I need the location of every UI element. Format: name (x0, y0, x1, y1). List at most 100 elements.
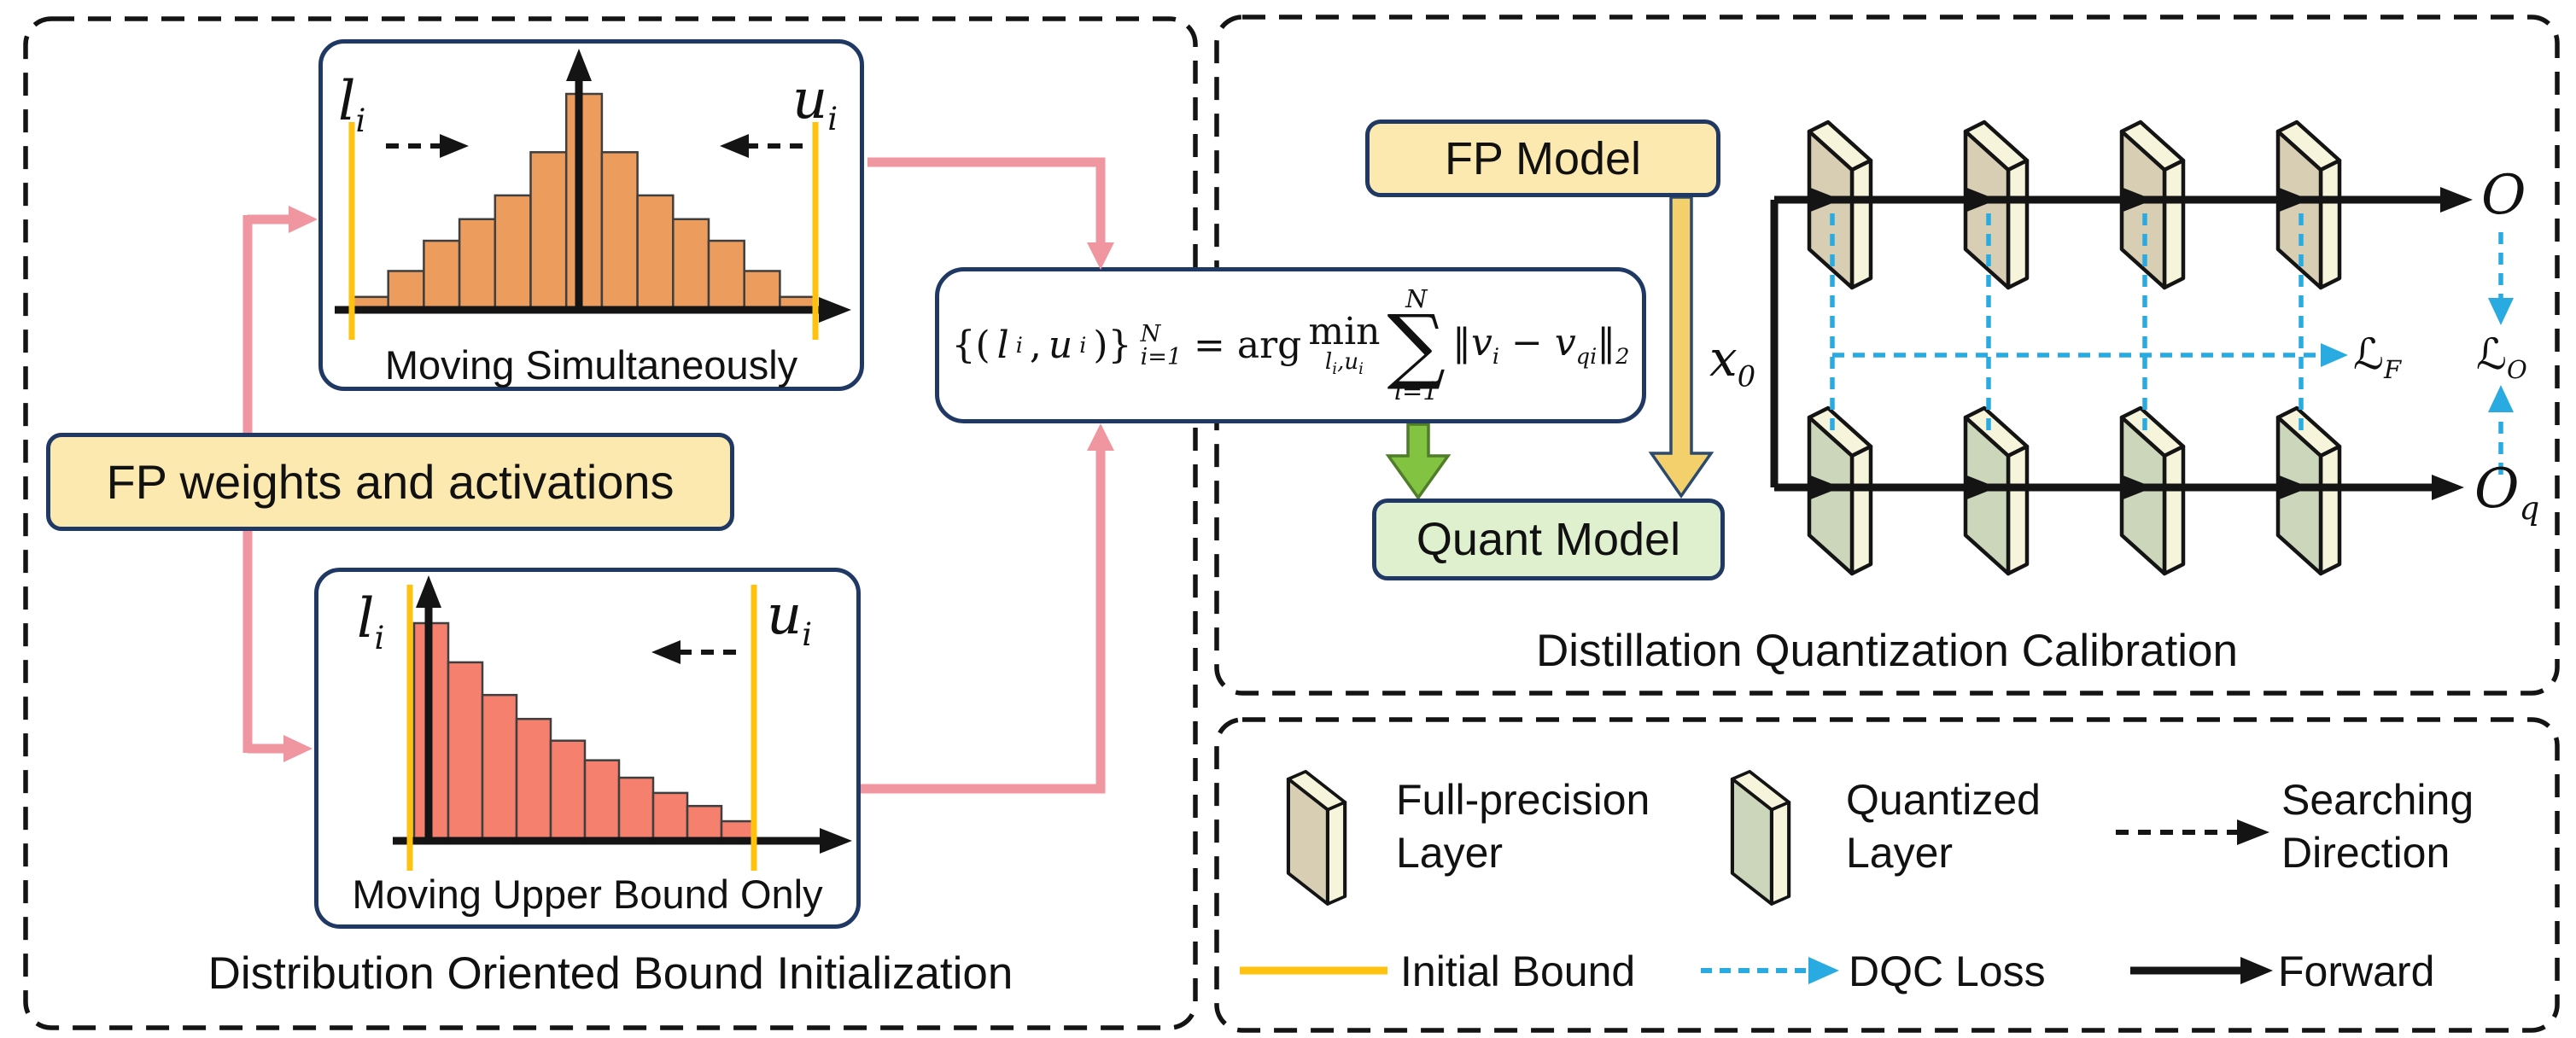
formula-min-word: min (1308, 309, 1381, 353)
lower-bound-base: l (338, 70, 356, 133)
quant-model-box: Quant Model (1372, 499, 1725, 580)
moving-simultaneously-panel (318, 39, 864, 391)
sigma-symbol: ∑ (1387, 297, 1446, 394)
pink-arrowhead-bottom-panel (283, 735, 313, 762)
formula-norm-open: ‖ (1452, 321, 1472, 365)
feature-loss-label: ℒF (2353, 329, 2401, 384)
quantized-layer-icon (2278, 408, 2339, 574)
formula-v1-sub: i (1492, 343, 1500, 370)
dqc-section-caption: Distillation Quantization Calibration (1536, 626, 2238, 676)
legend-quantized-label: Quantized Layer (1846, 773, 2041, 879)
forward-lines (1770, 195, 2449, 492)
quant-model-label: Quant Model (1416, 514, 1681, 565)
output-q-base: O (2474, 458, 2520, 521)
legend-initial-bound-label: Initial Bound (1400, 948, 1636, 995)
output-loss-base: ℒ (2476, 329, 2508, 379)
formula-v2-sub: qi (1575, 343, 1598, 370)
legend-quantized-line1: Quantized (1846, 776, 2041, 824)
legend-full-precision-label: Full-precision Layer (1396, 773, 1650, 879)
upper-bound-base: u (792, 68, 828, 131)
dobi-section-caption: Distribution Oriented Bound Initializati… (207, 948, 1013, 999)
panel-to-formula-connectors (861, 157, 1106, 794)
quantized-layer-icon (2122, 408, 2183, 574)
formula-open: {( (951, 324, 990, 367)
legend-full-precision-line2: Layer (1396, 829, 1504, 877)
lower-bound-base: l (357, 587, 375, 650)
pink-arrowhead-top-panel (289, 206, 318, 233)
formula-sum: N ∑ i=1 (1387, 287, 1446, 404)
forward-arrowhead (2240, 957, 2273, 984)
dqc-loss-arrowhead (1808, 957, 1839, 984)
top-panel-caption: Moving Simultaneously (384, 342, 798, 388)
output-q-label: Oq (2474, 458, 2539, 527)
lower-bound-label: li (338, 70, 365, 139)
legend-quantized-line2: Layer (1846, 829, 1954, 877)
input-x0-sub: 0 (1737, 359, 1756, 394)
input-x0-label: x0 (1709, 329, 1755, 394)
formula-norm-sub: 2 (1615, 343, 1630, 370)
formula-min-sub-l: l (1324, 348, 1333, 375)
fp-weights-box: FP weights and activations (46, 433, 734, 531)
formula-min-sub-ui: i (1358, 360, 1364, 379)
upper-bound-label: ui (792, 68, 838, 137)
pink-arrowhead-formula-top (1087, 242, 1114, 270)
formula-set-sub: i=1 (1140, 343, 1183, 370)
formula-comma: , (1029, 324, 1042, 367)
formula-v1: v (1471, 321, 1492, 365)
full-precision-layer-icon (1809, 122, 1871, 288)
formula-set-limits: N i=1 (1141, 323, 1182, 369)
formula-norm-close: ‖ (1597, 321, 1616, 365)
full-precision-layer-icon (1288, 772, 1345, 904)
searching-direction-arrowhead (2237, 819, 2269, 845)
lower-bound-sub: i (355, 102, 366, 139)
formula-l: l (996, 324, 1009, 367)
fp-model-box: FP Model (1365, 120, 1720, 197)
full-precision-layer-icon (1966, 122, 2027, 288)
upper-bound-label: ui (767, 584, 812, 653)
formula-min-sub-u: u (1344, 348, 1359, 375)
formula-min: min li,ui (1308, 309, 1381, 379)
lower-bound-sub: i (374, 619, 385, 656)
formula-norm: ‖vi − vqi‖2 (1452, 321, 1630, 370)
full-precision-layer-icon (2122, 122, 2183, 288)
formula-sum-sub: i=1 (1393, 376, 1439, 405)
quantized-layer-icon (1809, 408, 1871, 574)
legend-dqc-loss-label: DQC Loss (1849, 948, 2046, 995)
bottom-panel-caption: Moving Upper Bound Only (352, 872, 823, 917)
formula-equals: = (1194, 324, 1225, 367)
formula-set-sup: N (1140, 320, 1161, 347)
formula-v2: v (1554, 321, 1576, 365)
legend-searching-line2: Direction (2281, 829, 2450, 877)
formula-u: u (1048, 324, 1073, 367)
formula-l-sub: i (1015, 332, 1023, 359)
formula-minus: − (1511, 321, 1543, 365)
legend-forward-label: Forward (2278, 948, 2435, 995)
legend-searching-label: Searching Direction (2281, 773, 2474, 879)
formula-arg: arg (1236, 324, 1302, 367)
formula-u-sub: i (1079, 332, 1087, 359)
input-x0-base: x (1709, 329, 1738, 388)
quantized-layer-icon (1966, 408, 2027, 574)
output-fp-label: O (2481, 164, 2526, 233)
fp-to-quant-arrow (1648, 195, 1714, 499)
upper-bound-base: u (767, 584, 803, 647)
pink-arrowhead-formula-bottom (1087, 423, 1114, 451)
output-q-sub: q (2519, 489, 2540, 527)
fp-model-label: FP Model (1444, 132, 1642, 184)
output-loss-label: ℒO (2476, 329, 2527, 384)
formula-close: )} (1093, 324, 1132, 367)
formula-min-sub: li,ui (1324, 348, 1364, 379)
output-fp-base: O (2481, 164, 2526, 227)
upper-bound-sub: i (827, 100, 838, 137)
legend-full-precision-line1: Full-precision (1396, 776, 1650, 824)
upper-bound-sub: i (802, 615, 813, 653)
output-loss-sub: O (2507, 355, 2527, 384)
feature-loss-base: ℒ (2353, 329, 2385, 379)
quantized-layer-icon (1732, 772, 1789, 904)
lower-bound-label: li (357, 587, 384, 656)
full-precision-layer-icon (2278, 122, 2339, 288)
bounds-to-quant-arrow (1385, 423, 1452, 501)
